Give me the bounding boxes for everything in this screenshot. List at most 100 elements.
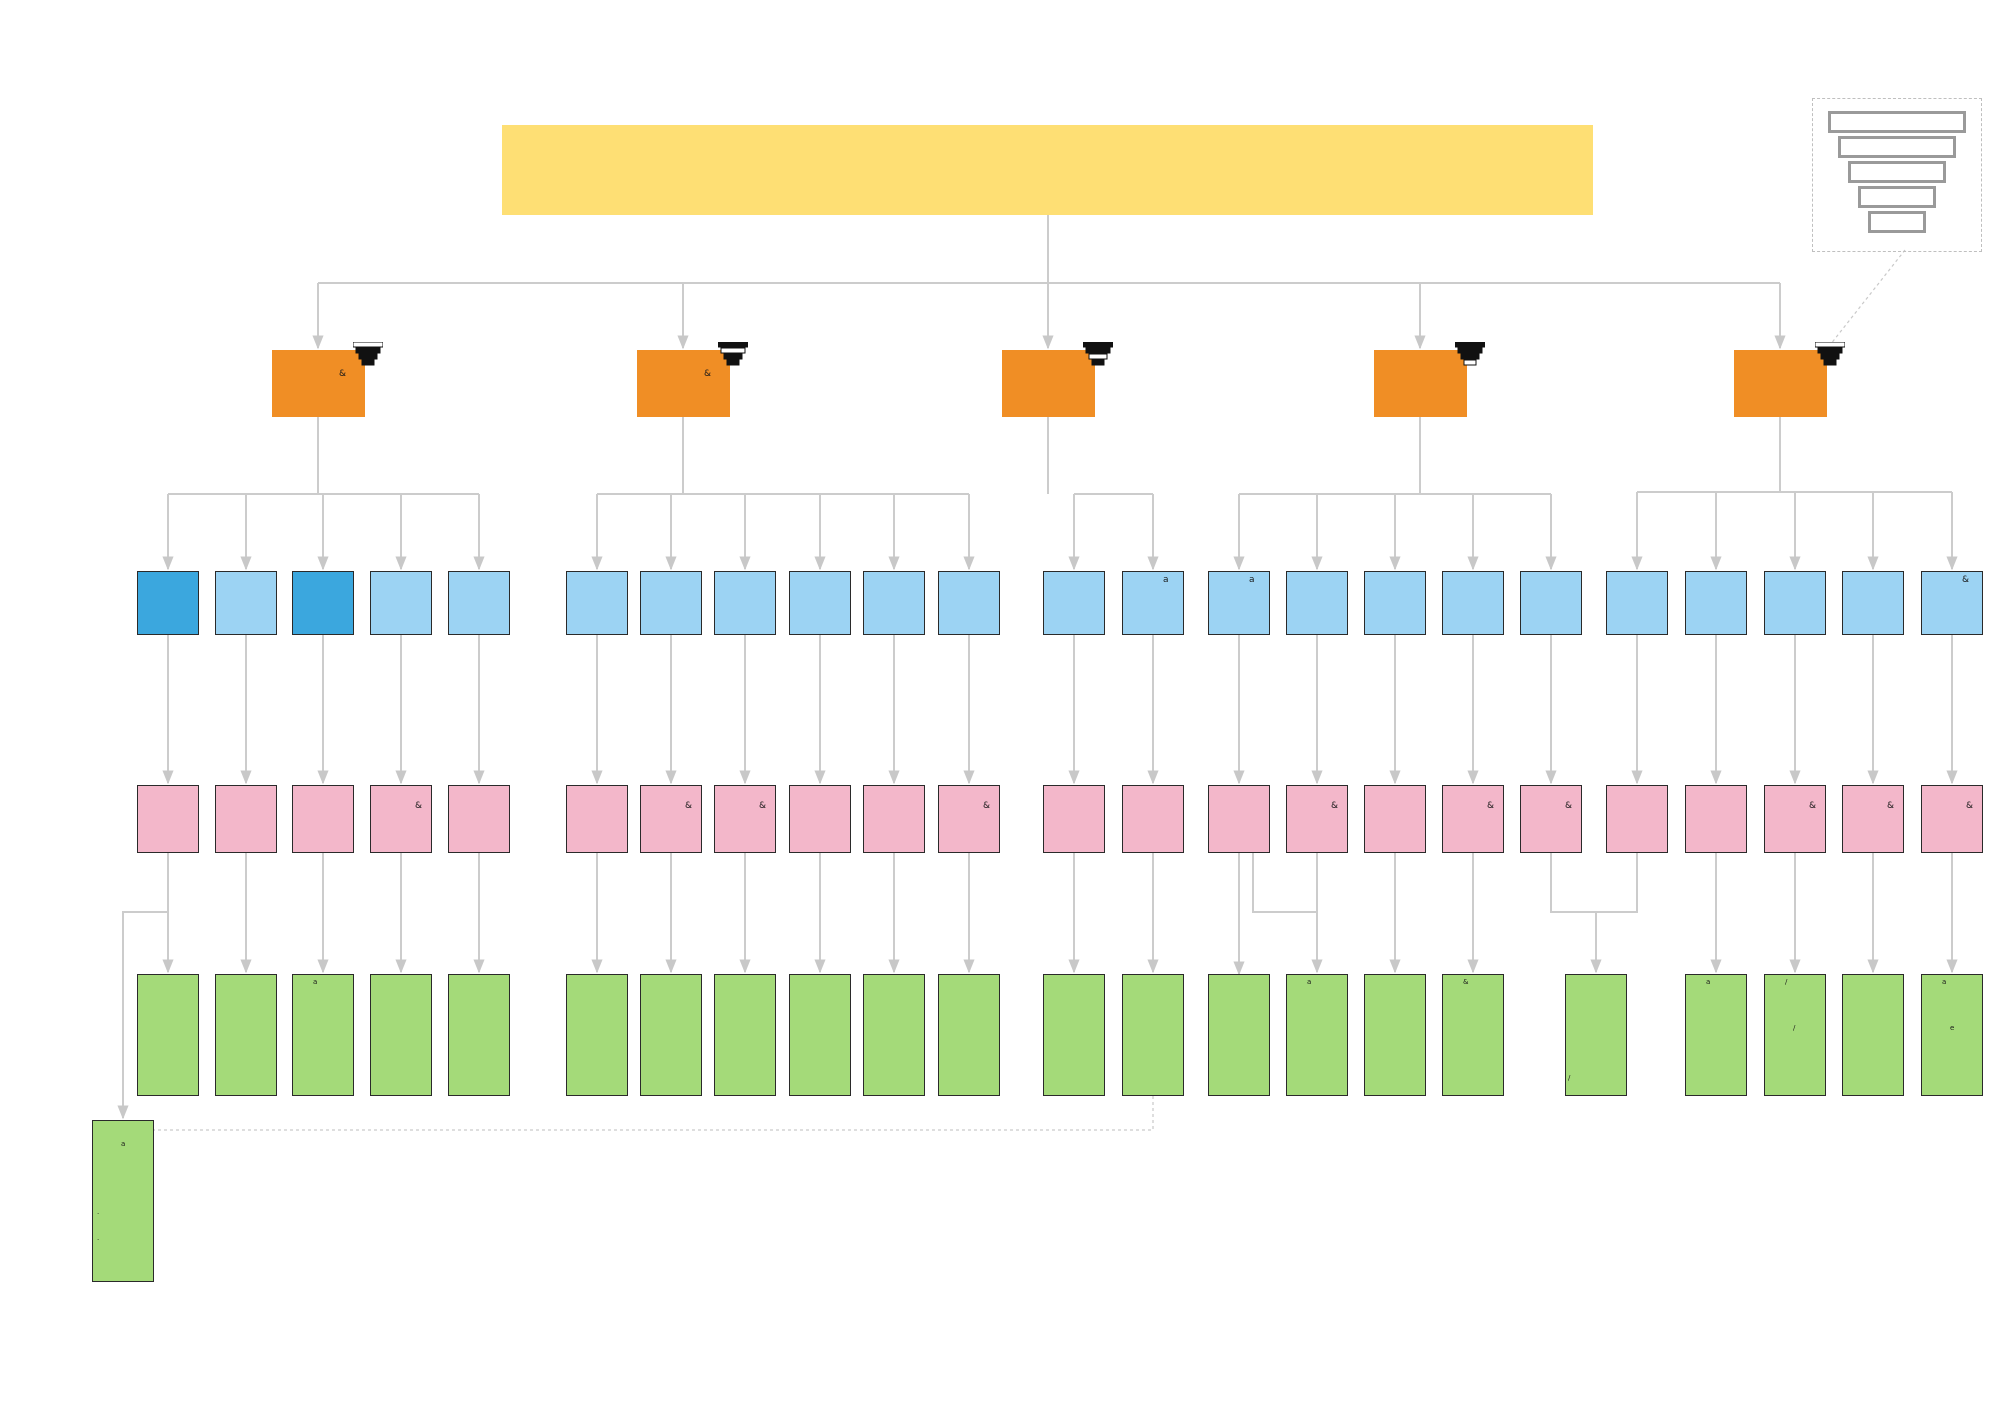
detail-box-21 (1842, 974, 1904, 1096)
detail-box-10 (863, 974, 925, 1096)
detail-box-16 (1364, 974, 1426, 1096)
detail-box-20: // (1764, 974, 1826, 1096)
node-mark: a (1163, 575, 1169, 585)
subcategory-box-6 (566, 571, 628, 635)
detail-box-13 (1122, 974, 1184, 1096)
detail-box-18: / (1565, 974, 1627, 1096)
subcategory-box-20 (1685, 571, 1747, 635)
subcategory-box-18 (1520, 571, 1582, 635)
funnel-icon (718, 342, 748, 366)
item-box-3 (292, 785, 354, 853)
detail-box-12 (1043, 974, 1105, 1096)
dashed-connector (154, 1096, 1154, 1131)
legend-funnel-tier (1838, 136, 1956, 158)
subcategory-box-4 (370, 571, 432, 635)
node-mark: & (1565, 801, 1573, 811)
subcategory-box-12 (1043, 571, 1105, 635)
category-box-5 (1734, 350, 1827, 417)
node-mark: · (97, 1236, 100, 1244)
node-mark: a (1307, 978, 1312, 986)
subcategory-box-16 (1364, 571, 1426, 635)
item-box-6 (566, 785, 628, 853)
node-mark: a (1942, 978, 1947, 986)
item-box-8: & (714, 785, 776, 853)
funnel-icon (1083, 342, 1113, 366)
node-mark: · (97, 1210, 100, 1218)
item-box-18: & (1520, 785, 1582, 853)
item-box-15: & (1286, 785, 1348, 853)
item-box-22: & (1842, 785, 1904, 853)
node-mark: & (415, 801, 423, 811)
node-mark: & (1966, 801, 1974, 811)
item-box-1 (137, 785, 199, 853)
detail-box-extra: a · · (92, 1120, 154, 1282)
category-box-4 (1374, 350, 1467, 417)
category-box-3 (1002, 350, 1095, 417)
subcategory-box-9 (789, 571, 851, 635)
funnel-icon (1455, 342, 1485, 366)
connector-line (117, 853, 169, 1120)
detail-box-5 (448, 974, 510, 1096)
item-box-20 (1685, 785, 1747, 853)
subcategory-box-1 (137, 571, 199, 635)
node-mark: & (1331, 801, 1339, 811)
item-box-14 (1208, 785, 1270, 853)
node-mark: e (1950, 1024, 1955, 1032)
subcategory-box-7 (640, 571, 702, 635)
subcategory-box-5 (448, 571, 510, 635)
subcategory-box-13: a (1122, 571, 1184, 635)
node-mark: / (1793, 1024, 1796, 1032)
category-box-2: & (637, 350, 730, 417)
item-box-19 (1606, 785, 1668, 853)
node-mark: & (704, 369, 712, 379)
funnel-legend-icon (1812, 98, 1982, 252)
node-mark: & (983, 801, 991, 811)
detail-box-14 (1208, 974, 1270, 1096)
subcategory-box-17 (1442, 571, 1504, 635)
subcategory-box-10 (863, 571, 925, 635)
item-box-9 (789, 785, 851, 853)
node-mark: & (1962, 575, 1970, 585)
subcategory-box-15 (1286, 571, 1348, 635)
node-mark: & (1809, 801, 1817, 811)
node-mark: & (1463, 978, 1469, 986)
item-box-12 (1043, 785, 1105, 853)
item-box-23: & (1921, 785, 1983, 853)
funnel-icon (1815, 342, 1845, 366)
detail-box-6 (566, 974, 628, 1096)
node-mark: & (339, 369, 347, 379)
connector-line (1252, 853, 1317, 913)
subcategory-box-21 (1764, 571, 1826, 635)
subcategory-box-11 (938, 571, 1000, 635)
subcategory-box-8 (714, 571, 776, 635)
item-box-10 (863, 785, 925, 853)
detail-box-1 (137, 974, 199, 1096)
subcategory-box-22 (1842, 571, 1904, 635)
detail-box-15: a (1286, 974, 1348, 1096)
item-box-16 (1364, 785, 1426, 853)
subcategory-box-19 (1606, 571, 1668, 635)
node-mark: & (1487, 801, 1495, 811)
item-box-2 (215, 785, 277, 853)
node-mark: a (121, 1140, 126, 1148)
node-mark: a (1249, 575, 1255, 585)
category-box-1: & (272, 350, 365, 417)
dashed-connector (1829, 249, 1906, 346)
legend-funnel-tier (1828, 111, 1966, 133)
connector-line (1550, 853, 1638, 913)
detail-box-4 (370, 974, 432, 1096)
node-mark: / (1568, 1074, 1571, 1082)
subcategory-box-3 (292, 571, 354, 635)
legend-funnel-tier (1868, 211, 1926, 233)
node-mark: & (1887, 801, 1895, 811)
detail-box-19: a (1685, 974, 1747, 1096)
detail-box-2 (215, 974, 277, 1096)
node-mark: a (1706, 978, 1711, 986)
subcategory-box-23: & (1921, 571, 1983, 635)
legend-funnel-tier (1848, 161, 1946, 183)
item-box-7: & (640, 785, 702, 853)
legend-funnel-tier (1858, 186, 1936, 208)
